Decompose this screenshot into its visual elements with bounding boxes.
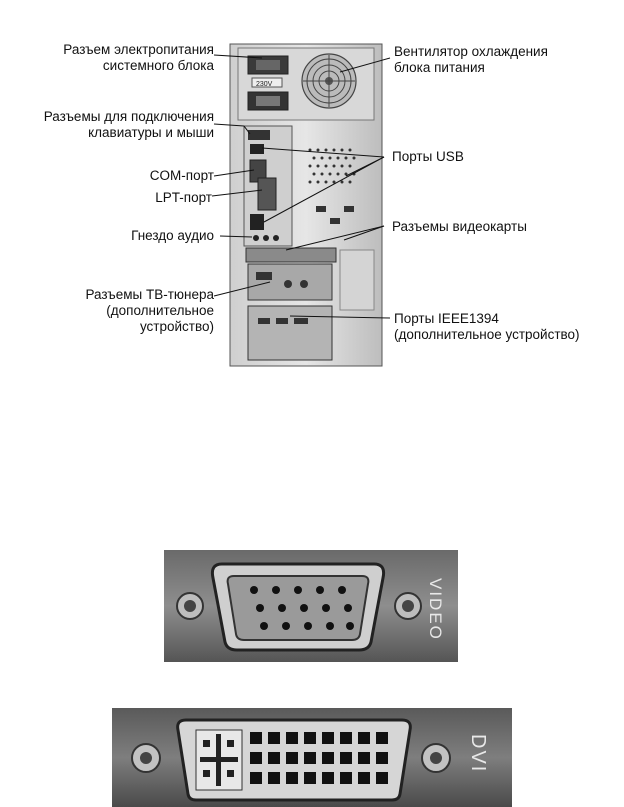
psu-fan-label: Вентилятор охлаждения блока питания: [394, 44, 548, 76]
psu-voltage-tag: [251, 77, 283, 88]
usb-ports-label: Порты USB: [392, 149, 464, 164]
pc-back-panel-diagram: 230V: [211, 43, 391, 367]
ieee1394-card: [247, 305, 333, 361]
tv-tuner-label-line3: устройство): [139, 319, 214, 334]
vga-pins: [250, 586, 354, 630]
ieee1394-label-line1: Порты IEEE1394: [394, 311, 499, 326]
tv-tuner-label-line2: (дополнительное: [106, 303, 214, 318]
case-vent-grill: [308, 148, 356, 184]
vga-connector-photo: VIDEO: [164, 550, 458, 662]
ieee1394-label-line2: (дополнительное устройство): [394, 327, 580, 342]
dvi-pins: [250, 732, 388, 784]
tv-tuner-label-line1: Разъемы ТВ-тюнера: [85, 287, 214, 302]
kb-mouse-label: Разъемы для подключения клавиатуры и мыш…: [12, 109, 214, 141]
com-port-label: COM-порт: [149, 168, 214, 183]
lpt-port-label: LPT-порт: [155, 190, 212, 205]
video-card-bracket: [245, 247, 337, 263]
audio-jacks-graphic: [253, 235, 279, 241]
power-connector-label: Разъем электропитания системного блока: [20, 42, 214, 74]
power-connector-label-line2: системного блока: [102, 58, 214, 73]
tv-tuner-label: Разъемы ТВ-тюнера (дополнительное устрой…: [40, 287, 214, 335]
ieee1394-label: Порты IEEE1394 (дополнительное устройств…: [394, 311, 580, 343]
dvi-connector-photo: DVI: [112, 708, 512, 807]
ps2-ports: [248, 130, 270, 140]
psu-voltage-text: 230V: [256, 81, 273, 88]
dvi-analog-cross: [200, 734, 238, 786]
usb-ports-graphic: [250, 144, 264, 154]
kb-mouse-label-line1: Разъемы для подключения: [43, 109, 214, 124]
audio-jack-label: Гнездо аудио: [131, 228, 214, 243]
vga-side-text: VIDEO: [426, 578, 445, 641]
lpt-port-graphic: [257, 177, 277, 211]
dvi-side-text: DVI: [467, 734, 489, 773]
kb-mouse-label-line2: клавиатуры и мыши: [88, 125, 214, 140]
psu-fan-label-line1: Вентилятор охлаждения: [394, 44, 548, 59]
psu-fan-label-line2: блока питания: [394, 60, 485, 75]
psu-fan-icon: [301, 53, 357, 109]
leader-lines: [211, 54, 391, 319]
power-connector-label-line1: Разъем электропитания: [63, 42, 214, 57]
video-ports-label: Разъемы видеокарты: [392, 219, 527, 234]
